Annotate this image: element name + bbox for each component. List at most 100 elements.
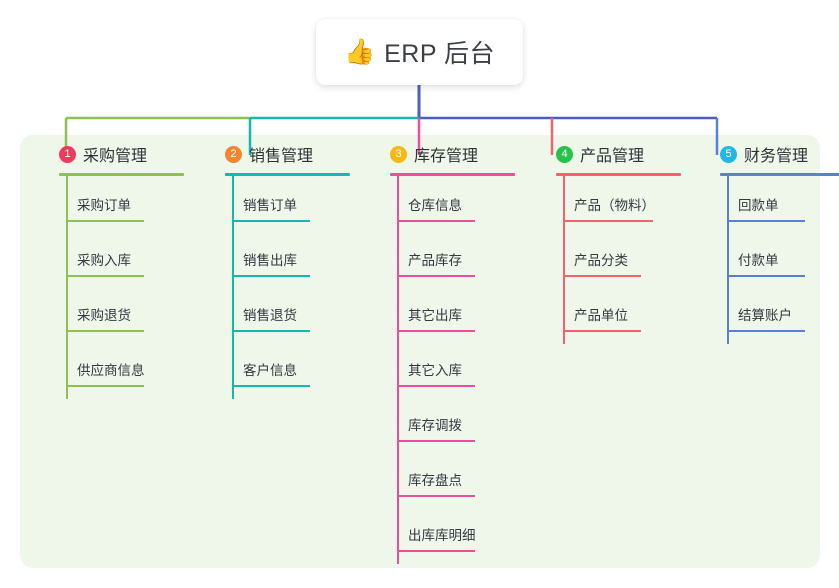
branch-item[interactable]: 销售退货: [205, 286, 370, 341]
branch-spine: [563, 173, 565, 344]
branch-number-badge: 2: [225, 145, 242, 163]
branch-number-badge: 3: [390, 145, 407, 163]
branch-item[interactable]: 其它入库: [370, 341, 535, 396]
branch-item-rule: [727, 275, 805, 277]
branch-item-rule: [66, 275, 144, 277]
branch-title: 库存管理: [414, 148, 479, 165]
branch-item[interactable]: 采购入库: [39, 231, 204, 286]
branch-column-1: 1 采购管理采购订单采购入库采购退货供应商信息: [39, 135, 204, 399]
branch-item[interactable]: 回款单: [700, 176, 839, 231]
branch-item[interactable]: 库存盘点: [370, 451, 535, 506]
branch-column-2: 2 销售管理销售订单销售出库销售退货客户信息: [205, 135, 370, 399]
branch-item-label: 产品（物料）: [574, 198, 655, 213]
branch-title: 财务管理: [744, 148, 809, 165]
branch-spine: [232, 173, 234, 399]
branch-item-rule: [66, 220, 144, 222]
branch-item-rule: [66, 385, 144, 387]
branch-column-4: 4 产品管理产品（物料） 产品分类产品单位: [536, 135, 701, 344]
branch-item-rule: [232, 385, 310, 387]
branch-item-rule: [232, 275, 310, 277]
branch-item[interactable]: 库存调拨: [370, 396, 535, 451]
branch-item-rule: [397, 440, 475, 442]
root-title: ERP 后台: [384, 40, 496, 68]
branch-item-rule: [563, 330, 641, 332]
branch-item[interactable]: 客户信息: [205, 341, 370, 396]
branch-item[interactable]: 出库库明细: [370, 506, 535, 561]
branch-item-label: 回款单: [738, 198, 779, 213]
branch-item[interactable]: 销售订单: [205, 176, 370, 231]
branch-item-rule: [66, 330, 144, 332]
branch-number-badge: 5: [720, 145, 737, 163]
branch-item-list: 仓库信息产品库存其它出库其它入库库存调拨库存盘点出库库明细: [370, 176, 535, 561]
branch-item-rule: [563, 275, 641, 277]
branch-item-label: 客户信息: [243, 363, 297, 378]
branch-header-1[interactable]: 1 采购管理: [39, 135, 204, 173]
branch-item[interactable]: 其它出库: [370, 286, 535, 341]
branch-item-list: 回款单付款单结算账户: [700, 176, 839, 341]
branch-header-rule: [390, 173, 515, 176]
branch-item-label: 付款单: [738, 253, 779, 268]
branch-item-label: 其它入库: [408, 363, 462, 378]
branch-item-label: 产品分类: [574, 253, 628, 268]
branch-item-label: 结算账户: [738, 308, 792, 323]
branch-header-rule: [225, 173, 350, 176]
branch-item-label: 销售出库: [243, 253, 297, 268]
branch-column-3: 3 库存管理仓库信息产品库存其它出库其它入库库存调拨库存盘点出库库明细: [370, 135, 535, 564]
branch-item-rule: [563, 220, 653, 222]
branch-header-3[interactable]: 3 库存管理: [370, 135, 535, 173]
branch-item[interactable]: 仓库信息: [370, 176, 535, 231]
branch-item-label: 产品库存: [408, 253, 462, 268]
branch-item[interactable]: 供应商信息: [39, 341, 204, 396]
branch-item[interactable]: 产品（物料）: [536, 176, 701, 231]
branch-title: 采购管理: [83, 148, 148, 165]
branch-item-list: 产品（物料） 产品分类产品单位: [536, 176, 701, 341]
thumbs-up-icon: 👍: [343, 37, 376, 66]
branch-item-label: 销售退货: [243, 308, 297, 323]
branch-header-2[interactable]: 2 销售管理: [205, 135, 370, 173]
branch-item[interactable]: 付款单: [700, 231, 839, 286]
branch-item-label: 库存调拨: [408, 418, 462, 433]
branch-item-label: 采购入库: [77, 253, 131, 268]
branch-item-label: 库存盘点: [408, 473, 462, 488]
branch-item-rule: [397, 495, 475, 497]
branch-item[interactable]: 产品库存: [370, 231, 535, 286]
branch-header-5[interactable]: 5 财务管理: [700, 135, 839, 173]
branch-item-rule: [397, 275, 475, 277]
branch-item[interactable]: 采购订单: [39, 176, 204, 231]
branch-item-list: 销售订单销售出库销售退货客户信息: [205, 176, 370, 396]
branch-item-label: 供应商信息: [77, 363, 145, 378]
branch-header-rule: [59, 173, 184, 176]
branch-item-label: 产品单位: [574, 308, 628, 323]
branch-title: 销售管理: [249, 148, 314, 165]
branch-item-list: 采购订单采购入库采购退货供应商信息: [39, 176, 204, 396]
branch-item-label: 采购退货: [77, 308, 131, 323]
branch-item-label: 仓库信息: [408, 198, 462, 213]
branch-item-rule: [232, 330, 310, 332]
branch-header-rule: [556, 173, 681, 176]
branch-item-rule: [397, 330, 475, 332]
branch-header-4[interactable]: 4 产品管理: [536, 135, 701, 173]
branch-item-rule: [727, 330, 805, 332]
branch-item-label: 出库库明细: [408, 528, 476, 543]
branch-item-label: 销售订单: [243, 198, 297, 213]
branch-item-rule: [397, 220, 475, 222]
branch-number-badge: 1: [59, 145, 76, 163]
branch-item[interactable]: 结算账户: [700, 286, 839, 341]
branch-item[interactable]: 产品单位: [536, 286, 701, 341]
branch-number-badge: 4: [556, 145, 573, 163]
branch-item-rule: [232, 220, 310, 222]
branch-item[interactable]: 产品分类: [536, 231, 701, 286]
branch-item-rule: [397, 385, 475, 387]
branch-spine: [727, 173, 729, 344]
branch-column-5: 5 财务管理回款单付款单结算账户: [700, 135, 839, 344]
branch-item[interactable]: 销售出库: [205, 231, 370, 286]
branch-item-rule: [727, 220, 805, 222]
branch-item[interactable]: 采购退货: [39, 286, 204, 341]
branch-columns: 1 采购管理采购订单采购入库采购退货供应商信息 2 销售管理销售订单销售出库销售退货客…: [20, 135, 839, 568]
branch-item-label: 其它出库: [408, 308, 462, 323]
branch-title: 产品管理: [580, 148, 645, 165]
branch-spine: [397, 173, 399, 564]
root-node[interactable]: 👍 ERP 后台: [316, 19, 523, 85]
